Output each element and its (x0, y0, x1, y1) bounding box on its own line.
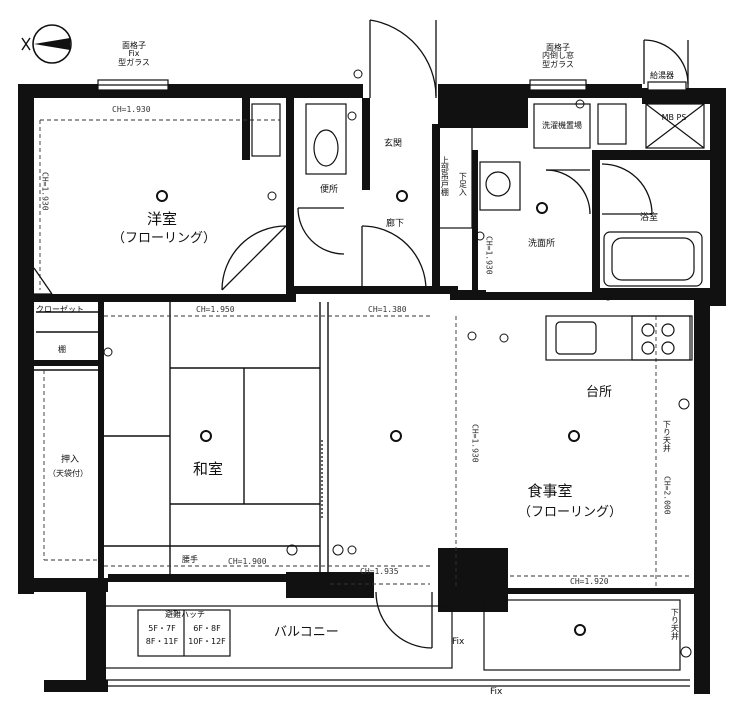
washer-area-label: 洗濯機置場 (542, 121, 582, 130)
shoe-cabinet-label: 上部吊戸棚 (440, 156, 450, 196)
washroom-label: 洗面所 (528, 239, 556, 249)
ch-wash-side: CH=1.930 (484, 236, 494, 275)
outlets (103, 69, 692, 658)
hatch-left-bottom: 8F・11F (145, 637, 179, 646)
window-label-line2: Fix (128, 49, 140, 59)
oshiire-sub: （天袋付） (48, 469, 88, 478)
ch-dining-bottom: CH=1.935 (360, 567, 399, 576)
window-label-line3: 型ガラス (542, 59, 574, 69)
window-label-line2: 内倒し窓 (542, 51, 574, 61)
shelf-label: 棚 (58, 345, 66, 354)
closet-label: クローゼット (36, 305, 84, 314)
hatch-title: 避難ハッチ (165, 610, 205, 619)
ceiling-lights (156, 190, 586, 636)
doors (33, 19, 689, 649)
handrail-label: 腰手 (182, 555, 198, 564)
hatch-right-top: 6F・8F (193, 624, 221, 633)
fixtures (99, 103, 705, 687)
north-compass (21, 24, 72, 64)
window-east-top-label: 面格子 内倒し窓 型ガラス (524, 43, 592, 69)
fix-label-left: Fix (452, 637, 465, 647)
ch-dining-mid: CH=1.930 (470, 424, 480, 463)
mb-ps-label: MB PS (661, 113, 687, 122)
western-room-sub: （フローリング） (111, 231, 216, 246)
balcony-label: バルコニー (274, 625, 339, 640)
thin-partitions (34, 302, 329, 574)
window-label-line3: 型ガラス (118, 57, 150, 67)
hatch-right-bottom: 10F・12F (188, 637, 226, 646)
hallway-label: 廊下 (386, 219, 405, 229)
drop-ceiling-label: 下り天井 (662, 420, 672, 452)
dining-sub: （フローリング） (517, 505, 622, 520)
fix-label-bottom: Fix (490, 687, 503, 697)
japanese-room-label: 和室 (192, 460, 223, 478)
windows (97, 79, 687, 91)
window-label-line1: 面格子 (122, 41, 146, 50)
ch-western-side: CH=1.930 (40, 172, 50, 211)
ch-balcony-right: CH=1.920 (570, 577, 609, 586)
western-room-name: 洋室 (146, 210, 177, 228)
window-west-top-label: 面格子 Fix 型ガラス (104, 41, 164, 67)
hatch-left-top: 5F・7F (148, 624, 176, 633)
kitchen-label: 台所 (586, 385, 613, 400)
interior-walls (34, 98, 710, 578)
right-bottom-drop-ceiling: 下り天井 (670, 608, 680, 640)
water-heater-label: 給湯器 (650, 71, 674, 80)
entrance-label: 玄関 (384, 139, 403, 149)
toilet-label: 便所 (320, 185, 339, 195)
under-storage-label: 下足入 (458, 172, 468, 196)
ch-japanese-top: CH=1.950 (196, 305, 235, 314)
ch-hall-top: CH=1.380 (368, 305, 407, 314)
exterior-walls (18, 84, 726, 694)
dining-label: 食事室 (527, 482, 573, 500)
oshiire-label: 押入 (60, 455, 79, 465)
bathroom-label: 浴室 (640, 213, 659, 223)
ch-kitchen-side: CH=2.000 (662, 476, 672, 515)
ceiling-dash-lines (39, 119, 692, 588)
window-label-line1: 面格子 (546, 43, 570, 52)
ch-western-top: CH=1.930 (112, 105, 151, 114)
ch-japanese-bottom: CH=1.900 (228, 557, 267, 566)
